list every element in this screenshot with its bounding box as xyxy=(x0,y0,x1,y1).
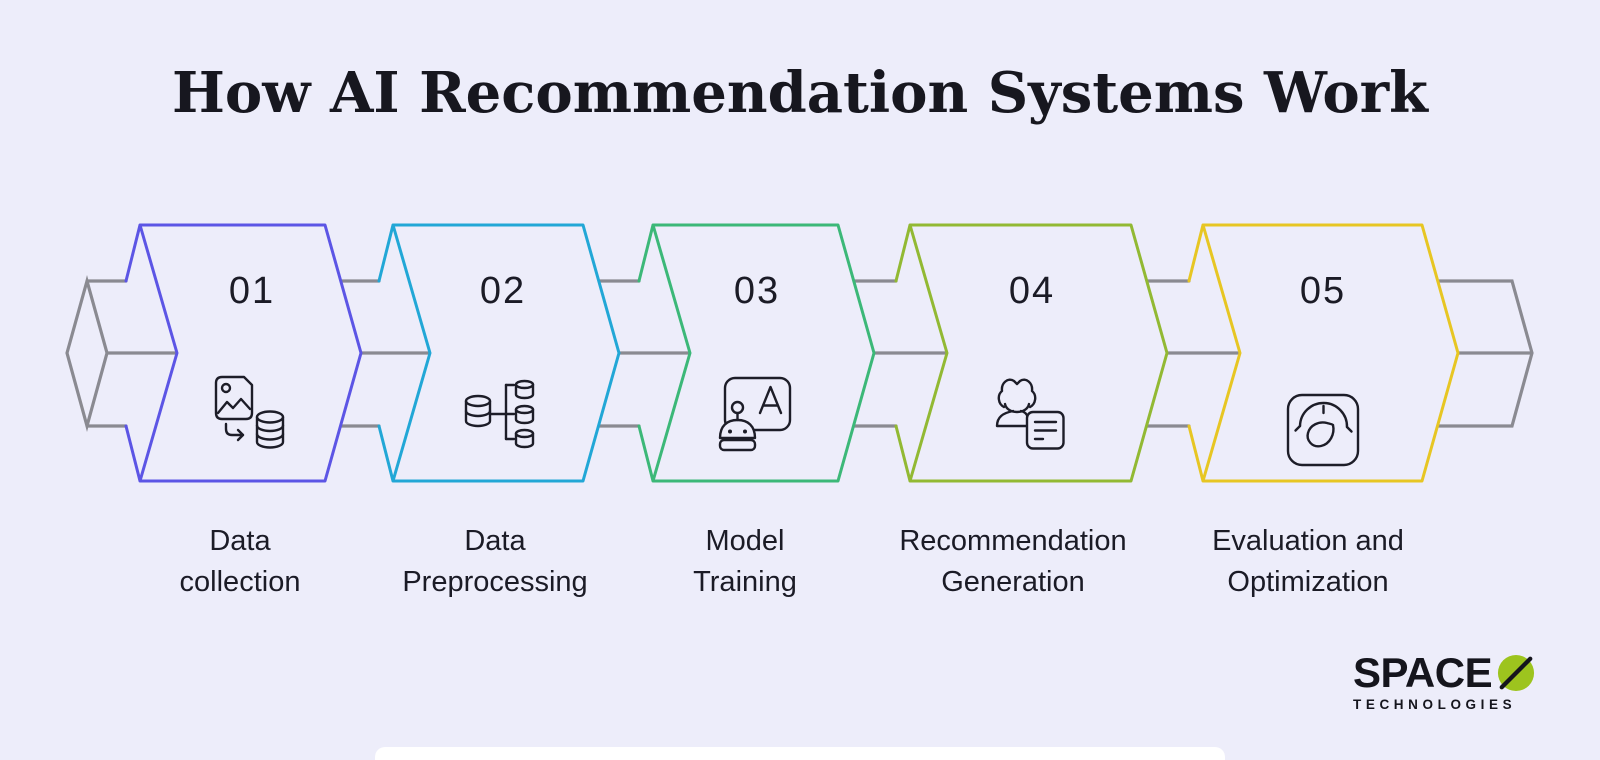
recommendation-generation-icon xyxy=(995,378,1065,450)
step-number-4: 04 xyxy=(1009,270,1055,312)
connector-4-5 xyxy=(1145,279,1242,428)
connector-2-3 xyxy=(597,279,692,428)
step-number-3: 03 xyxy=(734,270,780,312)
step-number-2: 02 xyxy=(480,270,526,312)
step-label-line: Generation xyxy=(941,566,1085,598)
step-label-line: Data xyxy=(209,525,271,557)
logo-o-slash-icon xyxy=(1498,654,1535,692)
step-label-1: Data collection xyxy=(80,521,400,603)
evaluation-optimization-icon xyxy=(1286,393,1360,467)
logo-brand-text: SPACE xyxy=(1353,649,1493,696)
chevron-outline-5 xyxy=(1187,223,1460,483)
data-collection-icon xyxy=(214,375,285,449)
spaceo-logo: SPACE TECHNOLOGIES xyxy=(1353,652,1535,712)
chevron-outline-1 xyxy=(124,223,363,483)
step-number-5: 05 xyxy=(1300,270,1346,312)
step-label-line: Optimization xyxy=(1227,566,1389,598)
step-chevron-5: 05 xyxy=(1187,223,1460,483)
connector-1-2 xyxy=(339,279,432,428)
logo-tagline-text: TECHNOLOGIES xyxy=(1353,697,1517,712)
pipeline-connectors xyxy=(65,275,1534,433)
connector-3-4 xyxy=(852,279,949,428)
step-label-line: Preprocessing xyxy=(402,566,588,598)
chevron-outline-2 xyxy=(377,223,621,483)
data-preprocessing-icon xyxy=(464,379,535,449)
step-chevron-1: 01 xyxy=(124,223,363,483)
step-label-line: Recommendation xyxy=(899,525,1127,557)
infographic-title: How AI Recommendation Systems Work xyxy=(172,60,1428,126)
model-training-icon xyxy=(718,376,792,452)
step-label-line: Model xyxy=(705,525,785,557)
step-label-5: Evaluation and Optimization xyxy=(1148,521,1468,603)
step-label-line: Evaluation and xyxy=(1212,525,1404,557)
step-chevron-2: 02 xyxy=(377,223,621,483)
step-chevron-4: 04 xyxy=(894,223,1169,483)
step-number-1: 01 xyxy=(229,270,275,312)
step-label-line: Data xyxy=(464,525,526,557)
step-label-2: Data Preprocessing xyxy=(335,521,655,603)
step-chevron-3: 03 xyxy=(637,223,876,483)
left-cap-box xyxy=(65,275,179,433)
step-label-3: Model Training xyxy=(585,521,905,603)
chevron-outline-4 xyxy=(894,223,1169,483)
step-label-line: Training xyxy=(693,566,797,598)
right-cap-box xyxy=(1436,279,1534,428)
chevron-outline-3 xyxy=(637,223,876,483)
step-label-4: Recommendation Generation xyxy=(853,521,1173,603)
step-label-line: collection xyxy=(179,566,301,598)
bottom-card-edge xyxy=(375,747,1225,760)
